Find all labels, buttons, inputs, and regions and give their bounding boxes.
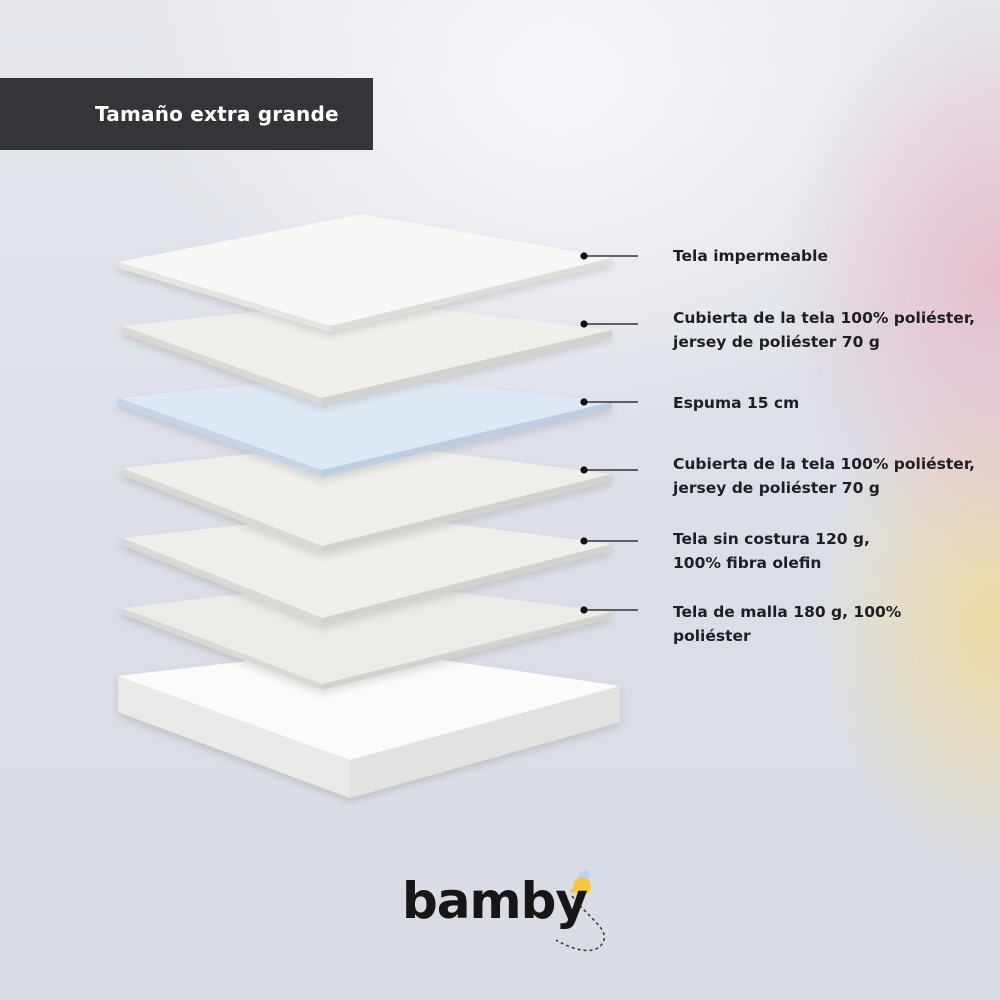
layer-4-sheet [122, 442, 612, 553]
layer-5-label: Tela sin costura 120 g, 100% fibra olefi… [673, 530, 870, 572]
layer-1-sheet [118, 214, 612, 332]
layer-2-label: Cubierta de la tela 100% poliéster, jers… [673, 309, 976, 351]
layer-6-sheet [122, 580, 612, 690]
layer-6-label: Tela de malla 180 g, 100% poliéster [673, 603, 902, 645]
layer-5-sheet [122, 512, 612, 625]
layer-3-sheet [118, 374, 612, 477]
layer-1-label: Tela impermeable [673, 247, 828, 265]
bee-logo-icon [555, 866, 605, 952]
brand-logo: bamby [402, 872, 588, 930]
size-title: Tamaño extra grande [95, 102, 339, 126]
layer-3-label: Espuma 15 cm [673, 394, 800, 412]
layer-4-label: Cubierta de la tela 100% poliéster, jers… [673, 455, 976, 497]
size-banner: Tamaño extra grande [0, 78, 373, 150]
layer-2-sheet [122, 300, 612, 405]
leader-lines [580, 252, 638, 614]
mattress-base [118, 648, 620, 798]
